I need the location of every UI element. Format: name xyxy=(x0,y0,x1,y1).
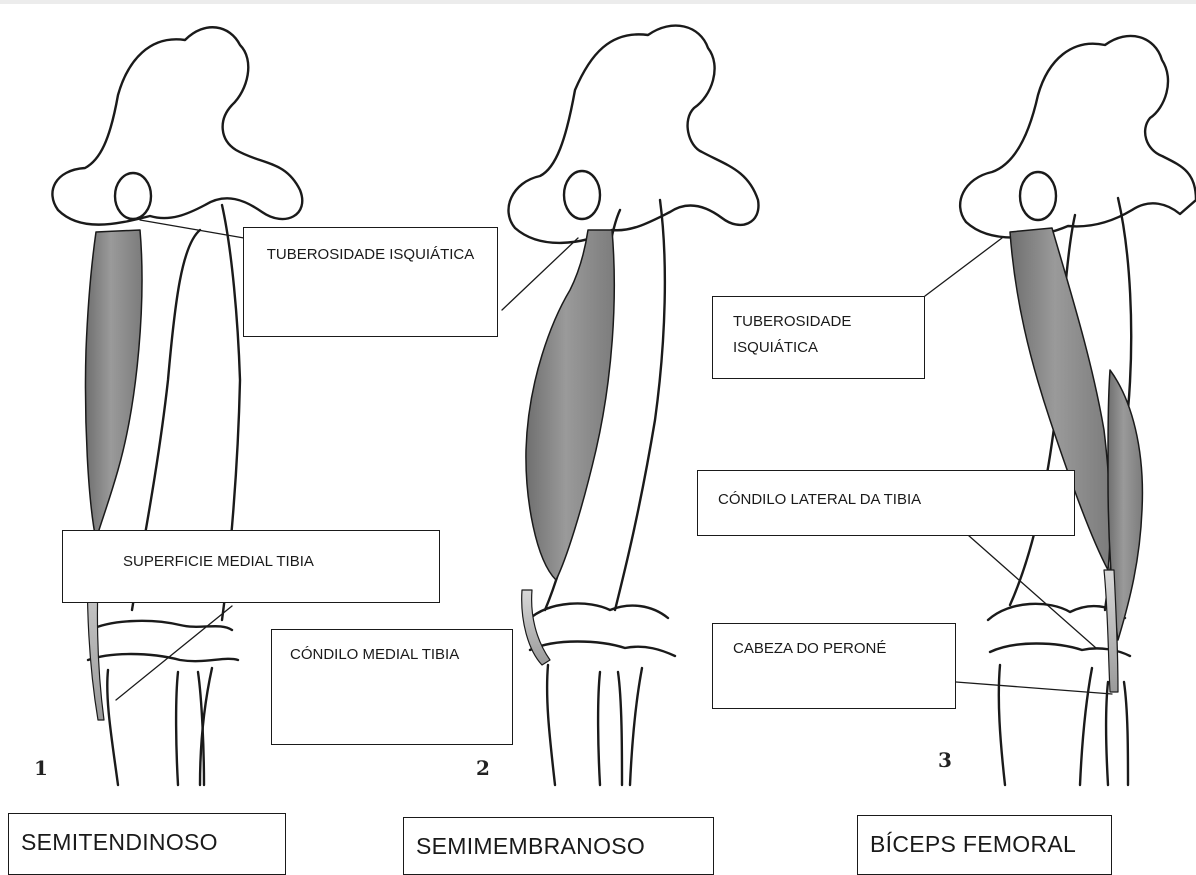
leader-tuberosity-1 xyxy=(140,220,244,238)
obturator-foramen-1 xyxy=(115,173,151,219)
label-lateral-condyle: CÓNDILO LATERAL DA TIBIA xyxy=(697,470,1075,536)
pelvis-1 xyxy=(52,27,302,224)
leader-lateral-condyle xyxy=(968,535,1096,648)
muscle-name-3: BÍCEPS FEMORAL xyxy=(857,815,1112,875)
figure-number-3: 3 xyxy=(938,748,952,772)
muscle-semimembranoso xyxy=(526,230,614,580)
muscle-name-1: SEMITENDINOSO xyxy=(8,813,286,875)
tendon-2 xyxy=(522,590,550,665)
figure-3-biceps-femoral xyxy=(960,36,1196,785)
fibula-2 xyxy=(598,672,622,785)
tibia-3 xyxy=(999,665,1092,785)
muscle-semitendinoso xyxy=(85,230,141,540)
tibia-2 xyxy=(547,665,642,785)
fibula-3 xyxy=(1106,682,1128,785)
figure-number-2: 2 xyxy=(476,756,490,780)
tibia-1 xyxy=(107,668,212,785)
label-medial-condyle: CÓNDILO MEDIAL TIBIA xyxy=(271,629,513,745)
leader-tuberosity-3 xyxy=(925,238,1002,296)
knee-2 xyxy=(528,603,675,656)
label-fibula-head: CABEZA DO PERONÉ xyxy=(712,623,956,709)
figure-number-1: 1 xyxy=(34,756,48,780)
muscle-name-2: SEMIMEMBRANOSO xyxy=(403,817,714,875)
obturator-foramen-3 xyxy=(1020,172,1056,220)
label-tuberosity-3: TUBEROSIDADE ISQUIÁTICA xyxy=(712,296,925,379)
obturator-foramen-2 xyxy=(564,171,600,219)
knee-1 xyxy=(88,621,238,661)
pelvis-2 xyxy=(508,26,758,243)
label-tuberosity-1: TUBEROSIDADE ISQUIÁTICA xyxy=(243,227,498,337)
label-medial-surface: SUPERFICIE MEDIAL TIBIA xyxy=(62,530,440,603)
pelvis-3 xyxy=(960,36,1196,238)
figure-1-semitendinoso xyxy=(52,27,302,785)
